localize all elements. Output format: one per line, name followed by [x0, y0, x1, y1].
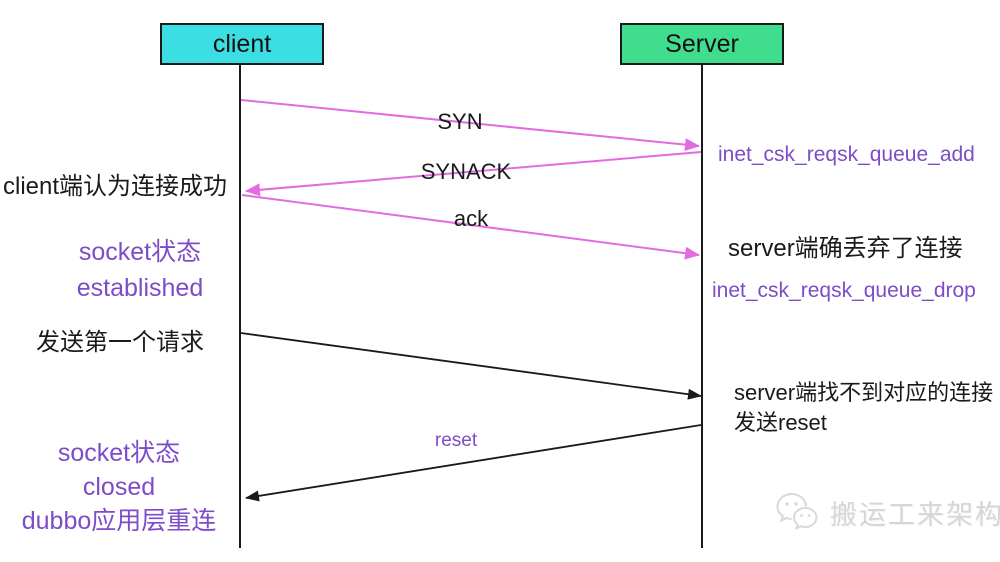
- note-established-line: established: [76, 274, 204, 302]
- note-socket-state-line: socket状态: [78, 238, 202, 266]
- actor-server-box: Server: [620, 23, 784, 65]
- client-lifeline: [239, 65, 241, 548]
- first-request-arrow: [240, 332, 702, 400]
- synack-label: SYNACK: [420, 159, 512, 184]
- ack-label: ack: [453, 206, 489, 231]
- note-socket-state-line-2: socket状态: [57, 439, 181, 467]
- watermark-text: 搬运工来架构: [830, 499, 1000, 530]
- note-client-success: client端认为连接成功: [3, 173, 228, 200]
- note-server-dropped: server端确丢弃了连接: [728, 235, 963, 262]
- reset-label: reset: [434, 430, 478, 451]
- note-server-notfound-line1: server端找不到对应的连接: [734, 380, 994, 405]
- actor-client-label: client: [212, 29, 272, 58]
- watermark: 搬运工来架构: [776, 491, 1000, 533]
- note-closed-line: closed: [82, 473, 156, 501]
- note-queue-add: inet_csk_reqsk_queue_add: [718, 143, 975, 166]
- note-socket-closed: socket状态 closed dubbo应用层重连: [8, 436, 230, 538]
- note-server-notfound-line2: 发送reset: [734, 410, 827, 435]
- note-queue-drop: inet_csk_reqsk_queue_drop: [712, 279, 976, 302]
- note-server-notfound: server端找不到对应的连接 发送reset: [734, 378, 994, 438]
- syn-label: SYN: [437, 109, 483, 134]
- actor-server-label: Server: [665, 29, 739, 58]
- note-first-request: 发送第一个请求: [36, 329, 204, 356]
- note-dubbo-reconnect-line: dubbo应用层重连: [21, 507, 217, 535]
- server-lifeline: [701, 65, 703, 548]
- wechat-icon: [776, 492, 818, 531]
- note-socket-established: socket状态 established: [40, 234, 240, 306]
- actor-client-box: client: [160, 23, 324, 65]
